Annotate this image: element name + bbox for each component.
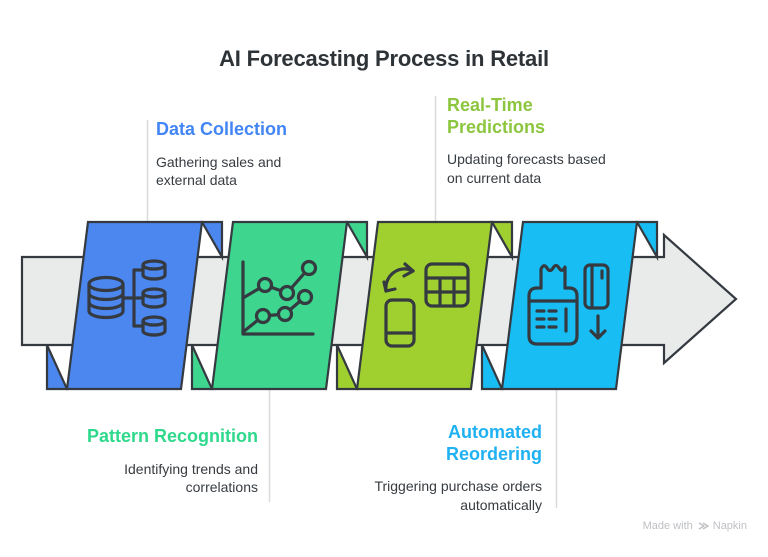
stage-parallelogram [355, 220, 494, 391]
napkin-logo-icon [698, 522, 709, 530]
stage-fold-top [200, 220, 224, 262]
stage-data-collection [45, 220, 224, 391]
stage-automated-reordering [480, 220, 659, 391]
stage-label-real-time-predictions: Real-Time Predictions Updating forecasts… [447, 95, 667, 188]
stage-fold-bottom [190, 344, 214, 391]
stage-fold-bottom [335, 344, 359, 391]
stage-label-pattern-recognition: Pattern Recognition Identifying trends a… [28, 426, 258, 497]
stage-fold-bottom [480, 344, 504, 391]
stage-fold-top [490, 220, 514, 262]
stage-pattern-recognition [190, 220, 369, 391]
watermark: Made with Napkin [643, 520, 747, 532]
stage-fold-bottom [45, 344, 69, 391]
stage-label-title: Data Collection [156, 119, 288, 139]
stage-label-description: Updating forecasts based on current data [447, 151, 606, 187]
database-icon [87, 259, 167, 337]
stage-parallelogram [210, 220, 349, 391]
stage-label-title: Real-Time Predictions [447, 95, 546, 137]
receipt-card-icon [527, 263, 610, 346]
stage-fold-top [635, 220, 659, 262]
stage-label-data-collection: Data Collection Gathering sales and exte… [156, 119, 376, 190]
line-chart-icon [241, 259, 318, 336]
stage-real-time-predictions [335, 220, 514, 391]
watermark-brand: Napkin [712, 520, 747, 532]
stage-label-description: Identifying trends and correlations [124, 460, 258, 496]
stage-label-description: Gathering sales and external data [156, 153, 282, 189]
stage-label-title: Automated Reordering [445, 422, 542, 464]
stage-fold-top [345, 220, 369, 262]
page-title: AI Forecasting Process in Retail [219, 46, 549, 71]
stage-label-automated-reordering: Automated Reordering Triggering purchase… [312, 422, 542, 515]
watermark-text: Made with [642, 520, 693, 532]
stage-parallelogram [500, 220, 639, 391]
sync-table-phone-icon [382, 262, 470, 348]
stage-label-description: Triggering purchase orders automatically [374, 478, 542, 514]
stage-label-title: Pattern Recognition [86, 426, 258, 446]
